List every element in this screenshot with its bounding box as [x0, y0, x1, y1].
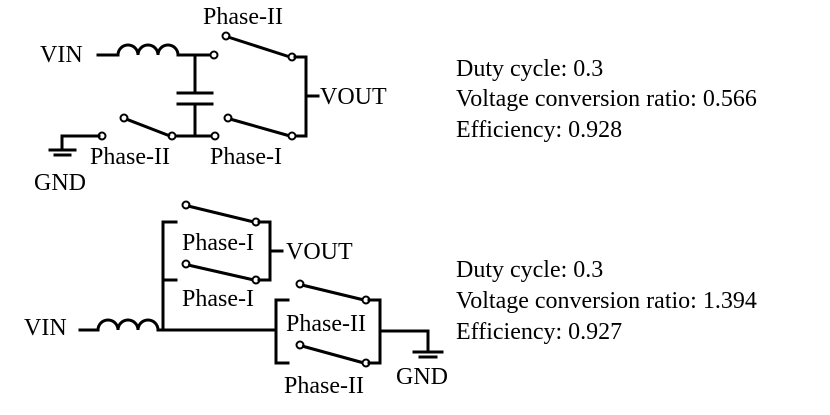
vout-label-1: VOUT	[320, 84, 387, 110]
block-b-right-bus-2	[367, 298, 382, 365]
switch-b-bottom-label-2: Phase-II	[284, 373, 364, 399]
gnd-label-2: GND	[396, 364, 448, 390]
vin-label-2: VIN	[24, 315, 67, 341]
switch-b-bottom-blade-2	[301, 344, 365, 365]
switch-bottom-right-blade-1	[229, 117, 291, 138]
switch-b-top-blade-2	[301, 283, 365, 302]
duty-cycle-1: Duty cycle: 0.3	[456, 56, 603, 82]
gnd-wire-2	[378, 329, 430, 354]
efficiency-1: Efficiency: 0.928	[456, 117, 622, 143]
switch-terminal	[209, 50, 219, 60]
inductor-1	[116, 43, 180, 57]
switch-b-top-label-2: Phase-II	[286, 311, 366, 337]
metrics-1: Duty cycle: 0.3 Voltage conversion ratio…	[456, 56, 757, 143]
left-bus-2	[161, 220, 178, 332]
circuit-2: VIN Phase-I Phase-I VOUT Phase-II	[24, 200, 448, 399]
voltage-ratio-1: Voltage conversion ratio: 0.566	[456, 86, 757, 112]
vin-label-1: VIN	[40, 42, 83, 68]
voltage-ratio-2: Voltage conversion ratio: 1.394	[456, 288, 757, 314]
switch-a-top-blade-2	[187, 204, 255, 224]
switch-a-bottom-label-2: Phase-I	[182, 286, 254, 312]
efficiency-2: Efficiency: 0.927	[456, 319, 622, 345]
circuit-1: VIN Phase-II VOUT Phase-I Phase-II	[34, 4, 387, 196]
switch-top-blade-1	[227, 35, 291, 59]
switch-terminal	[287, 131, 297, 141]
switch-bottom-left-blade-1	[125, 117, 171, 138]
block-b-left-bus-2	[274, 298, 290, 365]
switch-bottom-left-label-1: Phase-II	[90, 144, 170, 170]
gnd-wire-1	[60, 134, 101, 152]
vout-bus-2	[257, 220, 272, 282]
switch-top-label-1: Phase-II	[203, 4, 283, 30]
switch-a-bottom-blade-2	[187, 263, 255, 282]
vout-bus-1	[293, 55, 308, 138]
inductor-2	[96, 318, 160, 332]
switch-bottom-right-label-1: Phase-I	[210, 144, 282, 170]
ground-symbol-1	[48, 148, 77, 157]
vout-label-2: VOUT	[286, 239, 353, 265]
switch-a-top-label-2: Phase-I	[182, 230, 254, 256]
metrics-2: Duty cycle: 0.3 Voltage conversion ratio…	[456, 257, 757, 345]
gnd-label-1: GND	[34, 170, 86, 196]
switch-terminal	[210, 131, 220, 141]
ground-symbol-2	[412, 350, 444, 359]
duty-cycle-2: Duty cycle: 0.3	[456, 257, 603, 283]
